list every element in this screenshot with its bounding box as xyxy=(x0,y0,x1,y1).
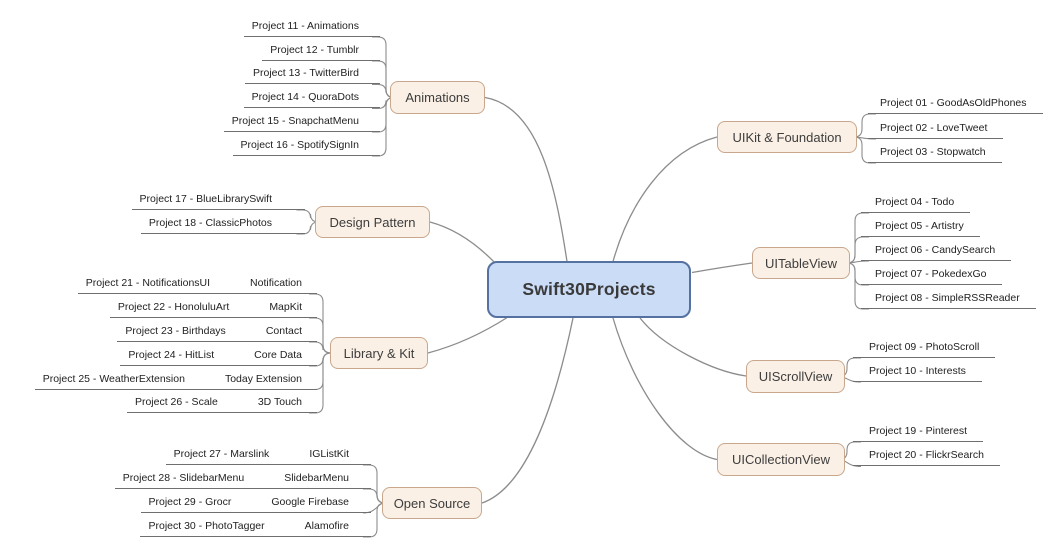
leaf-project-29[interactable]: Project 29 - Grocr Google Firebase xyxy=(140,495,371,513)
leaf-project-23[interactable]: Project 23 - Birthdays Contact xyxy=(117,324,317,342)
leaf-title: Project 22 - HonoluluArt xyxy=(117,301,230,313)
leaf-project-07[interactable]: Project 07 - PokedexGo xyxy=(861,267,1003,285)
central-topic[interactable]: Swift30Projects xyxy=(487,261,691,318)
leaf-tag: Alamofire xyxy=(304,520,349,532)
leaf-project-25[interactable]: Project 25 - WeatherExtension Today Exte… xyxy=(34,372,317,390)
leaf-project-30[interactable]: Project 30 - PhotoTagger Alamofire xyxy=(140,519,371,537)
leaf-title: Project 30 - PhotoTagger xyxy=(148,520,265,532)
branch-uiscrollview[interactable]: UIScrollView xyxy=(746,360,845,393)
branch-uikit-foundation[interactable]: UIKit & Foundation xyxy=(717,121,857,153)
leaf-project-14[interactable]: Project 14 - QuoraDots xyxy=(243,90,380,108)
leaf-project-15[interactable]: Project 15 - SnapchatMenu xyxy=(223,114,380,132)
leaf-title: Project 25 - WeatherExtension xyxy=(42,373,185,385)
leaf-tag: Google Firebase xyxy=(271,496,349,508)
leaf-tag: Contact xyxy=(265,325,302,337)
leaf-project-22[interactable]: Project 22 - HonoluluArt MapKit xyxy=(109,300,317,318)
leaf-project-26[interactable]: Project 26 - Scale 3D Touch xyxy=(126,395,317,413)
leaf-project-09[interactable]: Project 09 - PhotoScroll xyxy=(853,340,996,358)
leaf-project-17[interactable]: Project 17 - BlueLibrarySwift xyxy=(131,192,305,210)
branch-library-kit[interactable]: Library & Kit xyxy=(330,337,428,369)
leaf-project-05[interactable]: Project 05 - Artistry xyxy=(861,219,980,237)
branch-open-source[interactable]: Open Source xyxy=(382,487,482,519)
leaf-project-27[interactable]: Project 27 - Marslink IGListKit xyxy=(165,447,371,465)
leaf-tag: MapKit xyxy=(269,301,302,313)
leaf-project-12[interactable]: Project 12 - Tumblr xyxy=(262,43,380,61)
branch-uicollectionview[interactable]: UICollectionView xyxy=(717,443,845,476)
leaf-project-13[interactable]: Project 13 - TwitterBird xyxy=(244,66,380,84)
leaf-tag: Core Data xyxy=(254,349,302,361)
leaf-project-03[interactable]: Project 03 - Stopwatch xyxy=(868,145,1002,163)
leaf-tag: Notification xyxy=(250,277,302,289)
branch-design-pattern[interactable]: Design Pattern xyxy=(315,206,430,238)
leaf-project-11[interactable]: Project 11 - Animations xyxy=(243,19,380,37)
leaf-project-24[interactable]: Project 24 - HitList Core Data xyxy=(120,348,317,366)
leaf-title: Project 26 - Scale xyxy=(134,396,218,408)
leaf-project-18[interactable]: Project 18 - ClassicPhotos xyxy=(140,216,305,234)
leaf-tag: 3D Touch xyxy=(257,396,302,408)
leaf-title: Project 28 - SlidebarMenu xyxy=(122,472,245,484)
leaf-project-28[interactable]: Project 28 - SlidebarMenu SlidebarMenu xyxy=(114,471,371,489)
leaf-title: Project 23 - Birthdays xyxy=(125,325,226,337)
branch-animations[interactable]: Animations xyxy=(390,81,485,114)
leaf-title: Project 27 - Marslink xyxy=(173,448,270,460)
leaf-project-16[interactable]: Project 16 - SpotifySignIn xyxy=(232,138,380,156)
leaf-tag: Today Extension xyxy=(224,373,302,385)
leaf-project-21[interactable]: Project 21 - NotificationsUI Notificatio… xyxy=(77,276,317,294)
leaf-project-06[interactable]: Project 06 - CandySearch xyxy=(861,243,1012,261)
leaf-project-10[interactable]: Project 10 - Interests xyxy=(853,364,982,382)
leaf-tag: IGListKit xyxy=(309,448,349,460)
leaf-project-01[interactable]: Project 01 - GoodAsOldPhones xyxy=(868,96,1043,114)
leaf-project-08[interactable]: Project 08 - SimpleRSSReader xyxy=(861,291,1036,309)
leaf-project-02[interactable]: Project 02 - LoveTweet xyxy=(868,121,1004,139)
leaf-project-04[interactable]: Project 04 - Todo xyxy=(861,195,971,213)
branch-uitableview[interactable]: UITableView xyxy=(752,247,850,279)
leaf-project-19[interactable]: Project 19 - Pinterest xyxy=(853,424,984,442)
leaf-project-20[interactable]: Project 20 - FlickrSearch xyxy=(853,448,1000,466)
leaf-tag: SlidebarMenu xyxy=(284,472,349,484)
leaf-title: Project 24 - HitList xyxy=(128,349,215,361)
leaf-title: Project 21 - NotificationsUI xyxy=(85,277,211,289)
leaf-title: Project 29 - Grocr xyxy=(148,496,232,508)
